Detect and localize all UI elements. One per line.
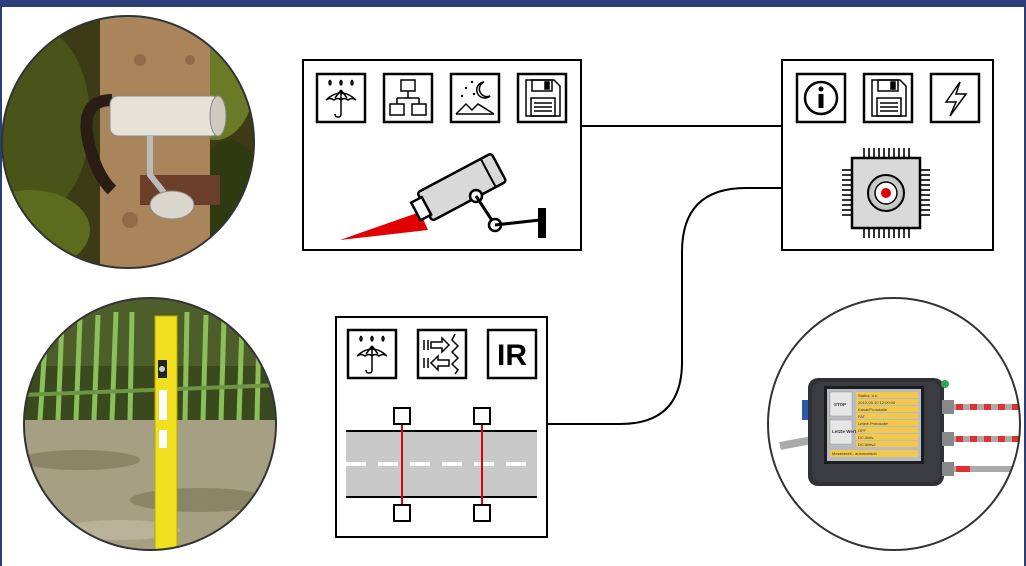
ir-sensor-top-right [473, 407, 491, 425]
network-icon [382, 72, 434, 124]
cctv-camera-icon [340, 153, 546, 240]
camera-unit-box [302, 59, 582, 251]
controller-device-photo-border [767, 297, 1021, 551]
device-button-stop: STOP [834, 402, 846, 407]
device-lcd-row-5: Letzte Protokolle [858, 421, 889, 426]
device-lcd-row-3: Kanal/Protokolle [858, 407, 888, 412]
processor-unit-box [781, 59, 994, 251]
rain-umbrella-icon [315, 72, 367, 124]
night-mode-icon [449, 72, 501, 124]
device-lcd-row-6: OFF [858, 428, 867, 433]
device-lcd-row-7: DC Aktiv [858, 435, 873, 440]
device-button-last-values: Letzte Werte [832, 429, 859, 434]
frame-left-border [0, 0, 2, 566]
microchip-icon [842, 148, 930, 238]
info-icon [795, 72, 847, 124]
bidirectional-traffic-icon [416, 328, 468, 380]
sensor-pole-photo-border [23, 297, 277, 551]
power-icon [929, 72, 981, 124]
device-lcd-row-4: FAT [858, 414, 866, 419]
rain-umbrella-icon [346, 328, 398, 380]
save-disk-icon [862, 72, 914, 124]
road-sensor-unit-box: IR [335, 316, 548, 538]
camera-photo-border [1, 15, 255, 269]
ir-label: IR [497, 339, 527, 372]
frame-top-bar [0, 0, 1026, 7]
device-lcd-row-8: DC Aktiv2 [858, 442, 876, 447]
ir-sensor-bottom-right [473, 504, 491, 522]
camera-beam [340, 212, 428, 240]
device-lcd-row-1: Status: o.k. [858, 393, 878, 398]
controller-device-photo: STOP Letzte Werte Status: o.k. 2012-05-1… [768, 298, 1020, 550]
sensor-pole-photo [24, 298, 276, 550]
ir-icon: IR [486, 328, 538, 380]
connector-lines [547, 125, 782, 425]
road-illustration [346, 407, 537, 522]
device-lcd-footer: Messbereit - automatisch [832, 451, 877, 456]
device-lcd-row-2: 2012-05-10 12:00:00 [858, 400, 896, 405]
ir-sensor-bottom-left [393, 504, 411, 522]
ir-sensor-top-left [393, 407, 411, 425]
frame-right-border [1024, 0, 1026, 566]
device-lcd-rows: Status: o.k. 2012-05-10 12:00:00 Kanal/P… [830, 392, 918, 457]
save-disk-icon [516, 72, 568, 124]
road-to-processor-line [547, 187, 782, 425]
